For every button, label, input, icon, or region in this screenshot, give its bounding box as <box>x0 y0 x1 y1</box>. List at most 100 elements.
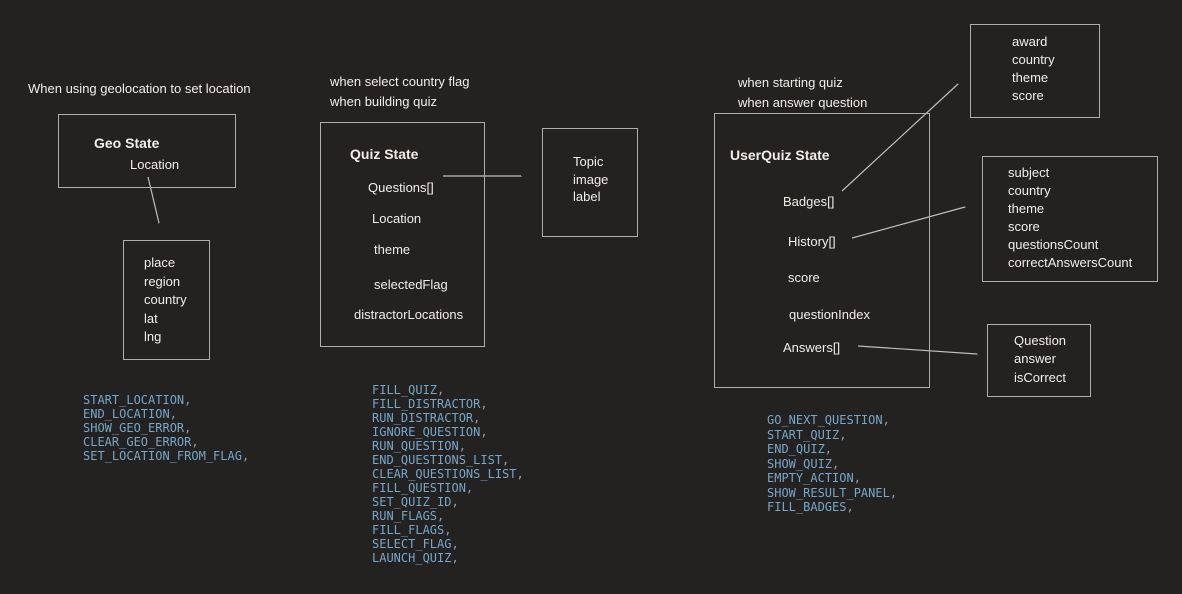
detail-field-lat: lat <box>144 310 158 326</box>
userquiz-state-title: UserQuiz State <box>730 147 830 163</box>
answer-detail-box: Question answer isCorrect <box>987 324 1091 397</box>
comma: , <box>437 383 445 397</box>
action-item: START_QUIZ, <box>767 428 897 443</box>
action-item: RUN_FLAGS, <box>372 509 524 523</box>
detail-field-score: score <box>1008 219 1040 234</box>
action-name: SET_LOCATION_FROM_FLAG <box>83 449 242 463</box>
action-item: END_LOCATION, <box>83 407 249 421</box>
comma: , <box>465 481 474 495</box>
detail-field-answer: answer <box>1014 351 1056 367</box>
action-name: GO_NEXT_QUESTION <box>767 413 883 427</box>
action-name: EMPTY_ACTION <box>767 471 854 485</box>
question-detail-box: Topic image label <box>542 128 638 237</box>
detail-field-lng: lng <box>144 329 162 344</box>
quiz-state-field-selectedflag: selectedFlag <box>374 277 448 292</box>
geo-heading-line: When using geolocation to set location <box>28 81 251 96</box>
action-name: FILL_QUESTION <box>372 481 466 495</box>
action-item: SELECT_FLAG, <box>372 537 524 551</box>
action-name: SHOW_RESULT_PANEL <box>767 485 890 500</box>
quiz-state-field-distractorlocations: distractorLocations <box>354 307 464 322</box>
badge-detail-box: award country theme score <box>970 24 1100 118</box>
quiz-section-heading: when select country flag when building q… <box>330 72 469 112</box>
comma: , <box>458 439 466 453</box>
geo-section-heading: When using geolocation to set location <box>28 79 251 99</box>
action-name: FILL_QUIZ <box>372 383 438 397</box>
action-item: CLEAR_GEO_ERROR, <box>83 435 249 449</box>
history-to-history-box-arrow <box>851 207 965 239</box>
geo-state-box: Geo State Location <box>58 114 236 188</box>
comma: , <box>480 397 488 411</box>
action-item: SHOW_GEO_ERROR, <box>83 421 249 435</box>
comma: , <box>451 551 459 565</box>
action-item: SHOW_RESULT_PANEL, <box>767 486 897 501</box>
userquiz-state-field-answers: Answers[] <box>783 340 841 355</box>
action-item: FILL_FLAGS, <box>372 523 524 537</box>
action-item: SET_QUIZ_ID, <box>372 495 524 509</box>
userquiz-section-heading: when starting quiz when answer question <box>738 73 867 113</box>
geo-state-field-location: Location <box>130 157 180 172</box>
detail-field-country: country <box>1008 183 1051 198</box>
action-item: SHOW_QUIZ, <box>767 457 897 472</box>
action-name: RUN_FLAGS <box>372 509 438 523</box>
detail-field-theme: theme <box>1012 70 1049 85</box>
action-item: FILL_QUESTION, <box>372 481 524 495</box>
action-name: END_QUIZ <box>767 442 825 456</box>
detail-field-country: country <box>1012 52 1055 67</box>
action-item: LAUNCH_QUIZ, <box>372 551 524 565</box>
comma: , <box>473 411 481 425</box>
quiz-state-box: Quiz State Questions[] Location theme se… <box>320 122 485 347</box>
comma: , <box>824 442 833 456</box>
comma: , <box>502 453 510 467</box>
action-item: EMPTY_ACTION, <box>767 471 897 486</box>
comma: , <box>184 421 192 435</box>
action-item: END_QUIZ, <box>767 442 897 457</box>
userquiz-heading-line-1: when starting quiz <box>738 75 843 90</box>
comma: , <box>516 467 524 481</box>
comma: , <box>437 509 445 523</box>
quiz-heading-line-2: when building quiz <box>330 94 437 109</box>
userquiz-state-field-history: History[] <box>788 234 836 249</box>
comma: , <box>889 485 898 500</box>
detail-field-correctanswerscount: correctAnswersCount <box>1008 255 1133 270</box>
userquiz-heading-line-2: when answer question <box>738 95 868 110</box>
geo-location-detail-box: place region country lat lng <box>123 240 210 360</box>
comma: , <box>451 495 459 509</box>
quiz-state-field-theme: theme <box>374 242 411 257</box>
quiz-state-field-location: Location <box>372 211 422 226</box>
answers-to-answer-box-arrow <box>857 345 977 354</box>
action-item: FILL_BADGES, <box>767 500 897 515</box>
detail-field-questionscount: questionsCount <box>1008 237 1099 252</box>
action-name: RUN_QUESTION <box>372 439 459 453</box>
detail-field-topic: Topic <box>573 154 604 169</box>
quiz-action-list: FILL_QUIZ, FILL_DISTRACTOR, RUN_DISTRACT… <box>372 383 524 565</box>
comma: , <box>882 413 890 427</box>
detail-field-region: region <box>144 273 181 289</box>
userquiz-state-box: UserQuiz State Badges[] History[] score … <box>714 113 930 388</box>
detail-field-image: image <box>573 171 609 187</box>
comma: , <box>241 449 250 463</box>
action-item: END_QUESTIONS_LIST, <box>372 453 524 467</box>
detail-field-label: label <box>573 189 601 204</box>
detail-field-question: Question <box>1014 333 1067 348</box>
badges-to-badge-box-arrow <box>841 84 958 192</box>
detail-field-place: place <box>144 255 176 270</box>
detail-field-score: score <box>1012 88 1044 103</box>
action-name: LAUNCH_QUIZ <box>372 551 452 565</box>
action-name: END_QUESTIONS_LIST <box>372 453 503 467</box>
comma: , <box>191 435 199 449</box>
detail-field-iscorrect: isCorrect <box>1014 369 1067 385</box>
comma: , <box>169 407 177 421</box>
action-name: RUN_DISTRACTOR <box>372 411 474 425</box>
action-name: FILL_FLAGS <box>372 523 445 537</box>
quiz-heading-line-1: when select country flag <box>330 74 470 89</box>
detail-field-subject: subject <box>1008 165 1050 180</box>
comma: , <box>444 523 452 537</box>
action-item: RUN_QUESTION, <box>372 439 524 453</box>
comma: , <box>832 456 840 471</box>
geo-action-list: START_LOCATION, END_LOCATION, SHOW_GEO_E… <box>83 393 249 463</box>
userquiz-state-field-questionindex: questionIndex <box>789 307 870 322</box>
geo-location-arrow <box>147 176 159 223</box>
action-item: CLEAR_QUESTIONS_LIST, <box>372 467 524 481</box>
action-item: RUN_DISTRACTOR, <box>372 411 524 425</box>
